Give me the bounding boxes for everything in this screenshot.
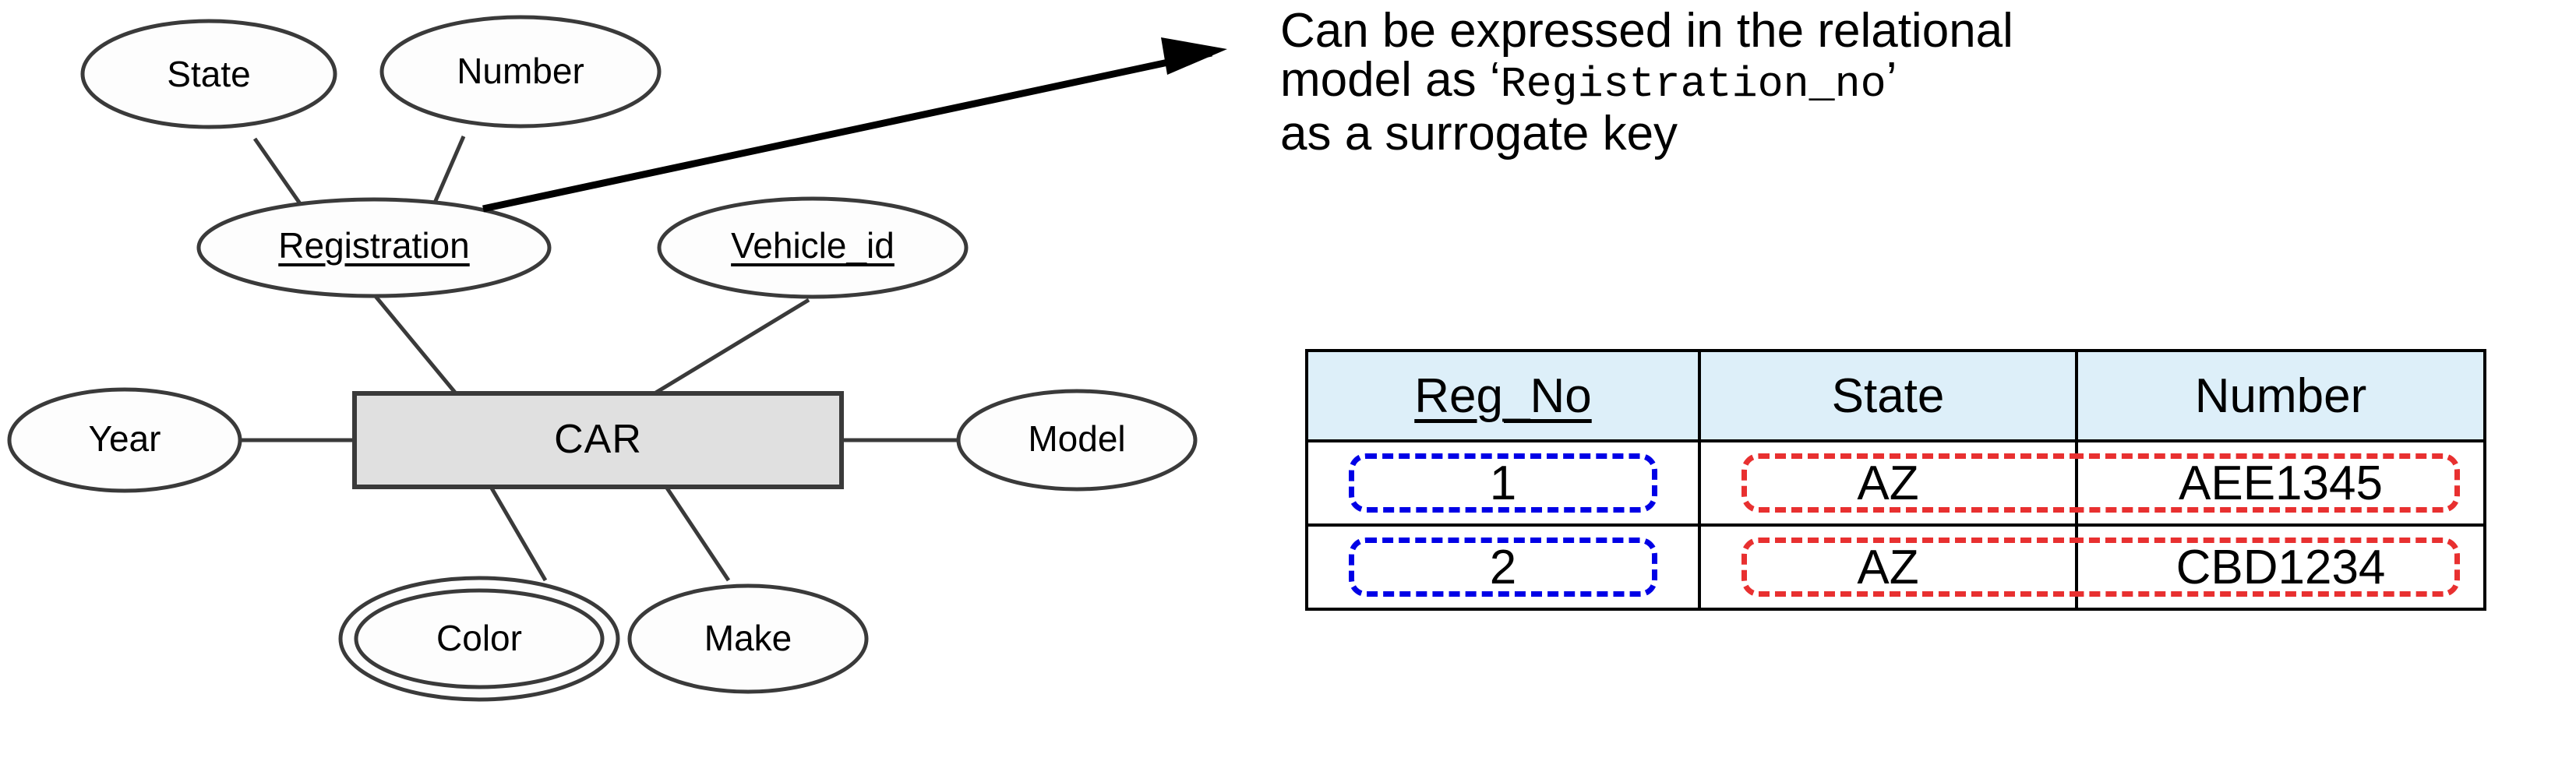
node-registration <box>196 197 552 298</box>
cell-value-state-row2: AZ <box>1857 540 1919 594</box>
cell-value-state-row1: AZ <box>1857 456 1919 510</box>
er-nodes <box>7 15 1198 702</box>
attr-label-year: Year <box>88 418 161 459</box>
attr-label-vehicle-id: Vehicle_id <box>731 225 895 266</box>
node-color-inner <box>354 588 605 689</box>
table-row: 1 AZ AEE1345 <box>1305 439 2486 527</box>
cell-value-number-row1: AEE1345 <box>2179 456 2383 510</box>
attr-label-color: Color <box>436 618 522 658</box>
cell-value-number-row2: CBD1234 <box>2175 540 2386 594</box>
node-car-entity <box>352 391 844 489</box>
node-model <box>956 389 1198 492</box>
attr-label-number: Number <box>457 51 584 91</box>
edge-vehicleid-car <box>653 298 810 396</box>
attr-label-make: Make <box>704 618 792 658</box>
relational-table: Reg_No State Number 1 <box>1305 349 2486 611</box>
table-header-row: Reg_No State Number <box>1305 349 2486 442</box>
node-number <box>379 15 662 129</box>
column-header-reg-no-label: Reg_No <box>1414 368 1592 423</box>
quote-open: ‘ <box>1489 53 1501 107</box>
er-connectors <box>242 136 958 582</box>
column-header-reg-no: Reg_No <box>1305 349 1701 442</box>
attr-label-registration: Registration <box>278 225 470 266</box>
node-make <box>627 583 869 694</box>
cell-number-row2: CBD1234 <box>2073 523 2486 611</box>
edge-car-color <box>489 485 548 582</box>
attr-label-state: State <box>167 54 251 94</box>
node-year <box>7 387 242 493</box>
edge-registration-car <box>372 293 457 395</box>
cell-state-row2: AZ <box>1698 523 2080 611</box>
node-vehicle-id <box>657 196 969 299</box>
entity-label-car: CAR <box>554 417 642 462</box>
cell-reg-no-row2: 2 <box>1305 523 1701 611</box>
callout-line-2: model as ‘Registration_no’ <box>1280 55 2527 109</box>
cell-value-reg-no-row2: 2 <box>1489 540 1517 594</box>
quote-close: ’ <box>1886 53 1897 107</box>
callout-line2-prefix: model as <box>1280 53 1490 107</box>
cell-value-reg-no-row1: 1 <box>1489 456 1517 510</box>
attr-label-model: Model <box>1028 418 1126 459</box>
callout-arrow <box>482 37 1227 213</box>
table-row: 2 AZ CBD1234 <box>1305 523 2486 611</box>
column-header-state: State <box>1698 349 2078 442</box>
cell-number-row1: AEE1345 <box>2073 439 2486 527</box>
callout-text: Can be expressed in the relational model… <box>1280 6 2527 158</box>
column-header-number: Number <box>2075 349 2486 442</box>
callout-line-1: Can be expressed in the relational <box>1280 4 2013 58</box>
column-header-number-label: Number <box>2194 368 2367 423</box>
edge-car-make <box>664 485 731 582</box>
callout-line-3: as a surrogate key <box>1280 107 1678 160</box>
cell-state-row1: AZ <box>1698 439 2080 527</box>
column-header-state-label: State <box>1831 368 1945 423</box>
node-state <box>80 19 337 129</box>
callout-code-registration-no: Registration_no <box>1500 60 1886 109</box>
relational-table-container: Reg_No State Number 1 <box>1305 349 2486 611</box>
cell-reg-no-row1: 1 <box>1305 439 1701 527</box>
er-diagram: State Number Registration Vehicle_id Yea… <box>7 15 1227 702</box>
er-diagram-svg <box>7 15 1227 702</box>
